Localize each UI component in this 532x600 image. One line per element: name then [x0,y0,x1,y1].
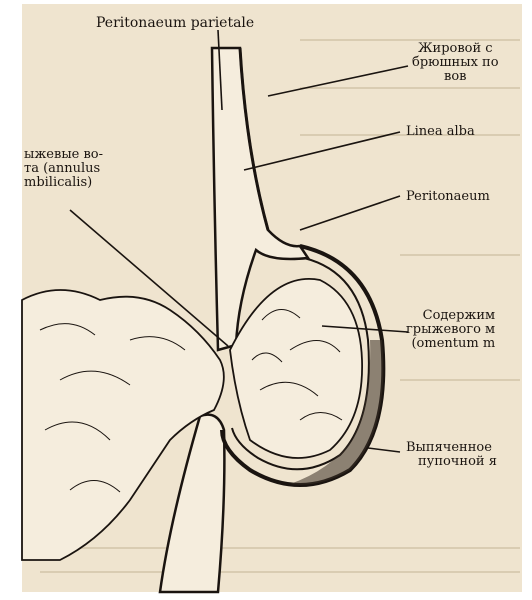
label-protruded: Выпяченное пупочной я [406,441,497,469]
label-hernial-ring: ыжевые во- та (annulus mbilicalis) [24,148,103,190]
label-fat-layer: Жировой с брюшных по вов [412,42,499,84]
label-sac-contents: Содержим грыжевого м (omentum m [406,309,495,351]
label-peritonaeum: Peritonaeum [406,190,490,204]
label-peritonaeum-parietale: Peritonaeum parietale [96,16,254,30]
label-linea-alba: Linea alba [406,125,475,139]
